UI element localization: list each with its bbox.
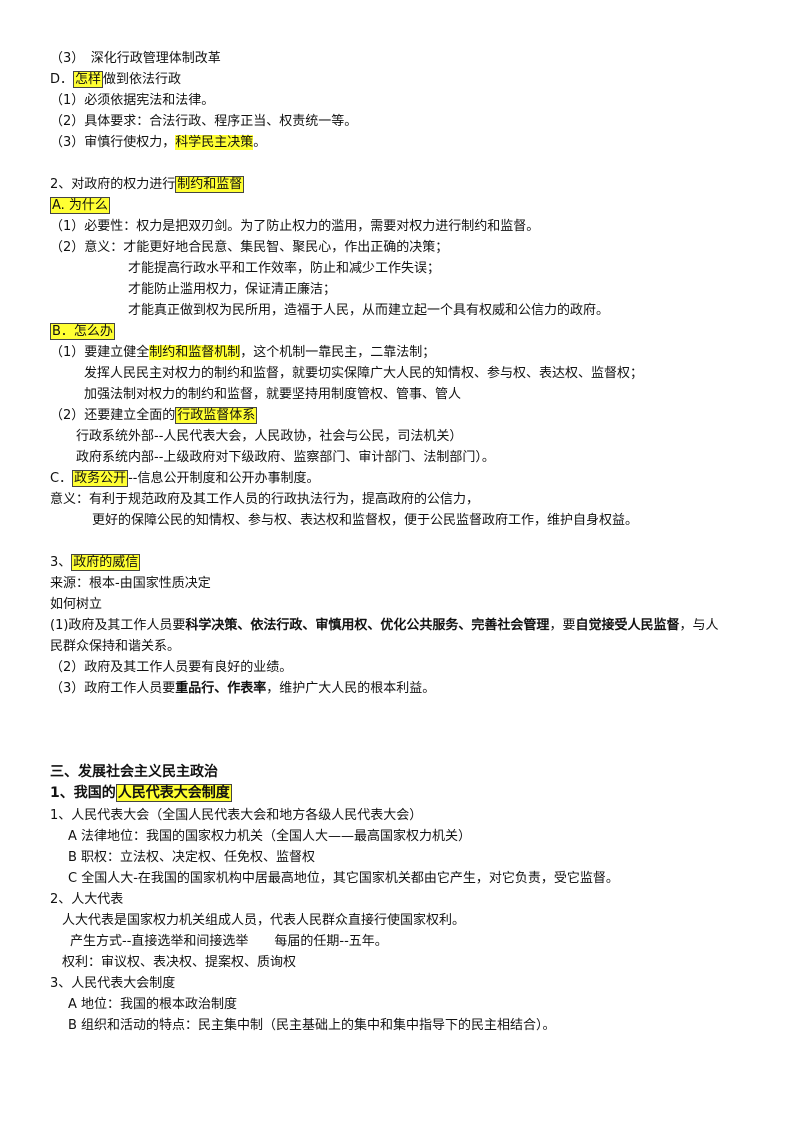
text-line: （2）政府及其工作人员要有良好的业绩。: [50, 660, 293, 675]
text-line: （3）政府工作人员要重品行、作表率，维护广大人民的根本利益。: [50, 681, 436, 696]
section-title: 2、对政府的权力进行制约和监督: [50, 176, 245, 193]
text-line: （2）意义：才能更好地合民意、集民智、聚民心，作出正确的决策；: [50, 240, 449, 255]
text-line: 才能提高行政水平和工作效率，防止和减少工作失误；: [128, 261, 441, 276]
section-title: 3、政府的威信: [50, 554, 141, 571]
text-line: 2、人大代表: [50, 892, 124, 907]
highlight: 怎样: [73, 71, 104, 88]
text-line: 人大代表是国家权力机关组成人员，代表人民群众直接行使国家权利。: [62, 913, 466, 928]
text-line: 权利：审议权、表决权、提案权、质询权: [62, 955, 297, 970]
text-line: （3）审慎行使权力，科学民主决策。: [50, 135, 267, 150]
text-line: （2）还要建立全面的行政监督体系: [50, 407, 258, 424]
text-line: 如何树立: [50, 597, 103, 612]
text-line: A. 为什么: [50, 195, 110, 216]
text-line: A 地位：我国的根本政治制度: [68, 997, 238, 1012]
text-line: 产生方式--直接选举和间接选举 每届的任期--五年。: [70, 934, 388, 949]
chapter-heading: 三、发展社会主义民主政治: [50, 764, 218, 780]
text-line: 3、人民代表大会制度: [50, 976, 176, 991]
text-line: 才能真正做到权为民所用，造福于人民，从而建立起一个具有权威和公信力的政府。: [128, 303, 610, 318]
highlight: 制约和监督机制: [149, 345, 241, 360]
text-line: （1）必要性：权力是把双刃剑。为了防止权力的滥用，需要对权力进行制约和监督。: [50, 219, 540, 234]
text-line: （3） 深化行政管理体制改革: [50, 51, 221, 66]
highlight: 制约和监督: [175, 176, 245, 193]
text-line: 1、人民代表大会（全国人民代表大会和地方各级人民代表大会）: [50, 808, 423, 823]
text-line: 行政系统外部--人民代表大会，人民政协，社会与公民，司法机关）: [76, 429, 463, 444]
text-line: 更好的保障公民的知情权、参与权、表达权和监督权，便于公民监督政府工作，维护自身权…: [92, 513, 639, 528]
text-line: （1）必须依据宪法和法律。: [50, 93, 215, 108]
highlight: 政务公开: [72, 470, 129, 487]
text-line: C 全国人大-在我国的国家机构中居最高地位，其它国家机关都由它产生，对它负责，受…: [68, 871, 619, 886]
highlight: B．怎么办: [50, 323, 115, 340]
text-line: 才能防止滥用权力，保证清正廉洁；: [128, 282, 337, 297]
highlight: 人民代表大会制度: [115, 784, 232, 802]
text-line: 来源：根本-由国家性质决定: [50, 576, 211, 591]
highlight: A. 为什么: [50, 197, 110, 214]
text-line: A 法律地位：我国的国家权力机关（全国人大——最高国家权力机关）: [68, 829, 472, 844]
text-line: B 职权：立法权、决定权、任免权、监督权: [68, 850, 316, 865]
highlight: 科学民主决策: [175, 135, 254, 150]
text-line: (1)政府及其工作人员要科学决策、依法行政、审慎用权、优化公共服务、完善社会管理…: [50, 618, 719, 633]
highlight: 政府的威信: [71, 554, 141, 571]
text-line: （2）具体要求：合法行政、程序正当、权责统一等。: [50, 114, 358, 129]
text-line: B．怎么办: [50, 321, 115, 342]
text-line: 加强法制对权力的制约和监督，就要坚持用制度管权、管事、管人: [84, 387, 462, 402]
text-line: B 组织和活动的特点：民主集中制（民主基础上的集中和集中指导下的民主相结合）。: [68, 1018, 556, 1033]
text-line: D．怎样做到依法行政: [50, 71, 182, 88]
text-line: 政府系统内部--上级政府对下级政府、监察部门、审计部门、法制部门）。: [76, 450, 495, 465]
sub-heading: 1、我国的人民代表大会制度: [50, 784, 232, 802]
text-line: 民群众保持和谐关系。: [50, 639, 181, 654]
highlight: 行政监督体系: [175, 407, 258, 424]
text-line: （1）要建立健全制约和监督机制，这个机制一靠民主，二靠法制；: [50, 345, 436, 360]
text-line: 意义：有利于规范政府及其工作人员的行政执法行为，提高政府的公信力，: [50, 492, 480, 507]
text-line: C．政务公开--信息公开制度和公开办事制度。: [50, 470, 320, 487]
text-line: 发挥人民民主对权力的制约和监督，就要切实保障广大人民的知情权、参与权、表达权、监…: [84, 366, 644, 381]
